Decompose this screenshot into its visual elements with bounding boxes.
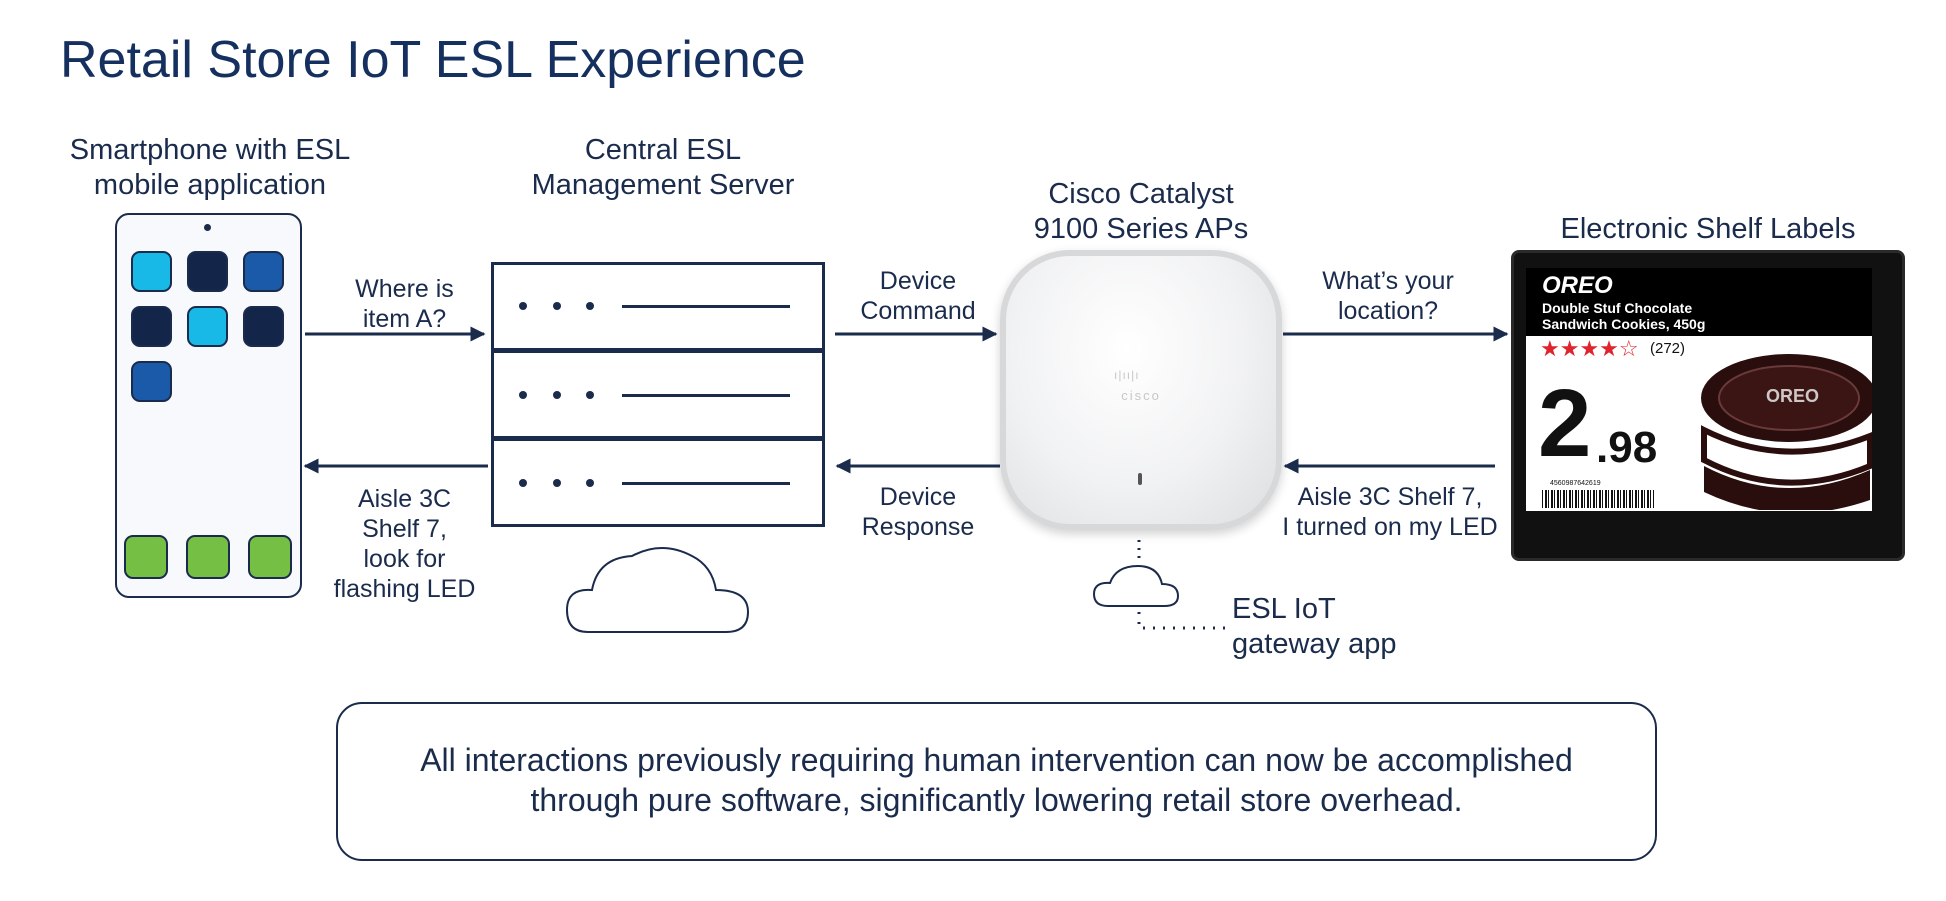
server-led [586, 302, 594, 310]
dock-app-icon [124, 535, 168, 579]
small-cloud-icon [1092, 564, 1180, 607]
server-slot [622, 482, 790, 485]
app-icon [131, 306, 172, 347]
server-led [519, 302, 527, 310]
ap-label: Cisco Catalyst 9100 Series APs [1033, 178, 1249, 245]
msg-server-to-ap: Device Command [860, 267, 976, 325]
summary-note-box [336, 702, 1657, 861]
msg-esl-to-ap: Aisle 3C Shelf 7, I turned on my LED [1282, 483, 1498, 541]
esl-header-band [1526, 268, 1872, 336]
summary-note-text: All interactions previously requiring hu… [420, 742, 1573, 818]
gateway-app-label: ESL IoT gateway app [1232, 593, 1397, 660]
app-icon [187, 251, 228, 292]
server-led [553, 391, 561, 399]
server-led [586, 391, 594, 399]
server-led [553, 479, 561, 487]
app-icon [243, 251, 284, 292]
msg-ap-to-esl: What’s your location? [1322, 267, 1454, 325]
gateway-connector [1137, 612, 1228, 630]
cookie-image: OREO [1701, 354, 1872, 510]
server-led [586, 479, 594, 487]
esl-label: Electronic Shelf Labels [1560, 213, 1856, 245]
review-count: (272) [1650, 340, 1686, 357]
server-led [553, 302, 561, 310]
phone-camera-dot [204, 224, 211, 231]
esl-screen: OREO Double Stuf Chocolate Sandwich Cook… [1526, 268, 1872, 511]
price-integer: 2 [1538, 370, 1592, 477]
price-decimal: .98 [1596, 423, 1658, 472]
server-led [519, 479, 527, 487]
server-slot [622, 394, 790, 397]
msg-server-to-phone: Aisle 3C Shelf 7, look for flashing LED [333, 485, 476, 603]
barcode-icon [1542, 490, 1654, 508]
cisco-logo-icon: cisco [1121, 388, 1161, 403]
barcode-number: 4560987642619 [1550, 480, 1601, 487]
rating-stars: ★★★★☆ [1540, 336, 1639, 361]
msg-phone-to-server: Where is item A? [355, 275, 454, 333]
app-icon [243, 306, 284, 347]
oreo-logo: OREO [1542, 272, 1613, 299]
app-icon [131, 361, 172, 402]
server-label: Central ESL Management Server [531, 134, 795, 201]
product-name: Double Stuf Chocolate Sandwich Cookies, … [1542, 300, 1706, 332]
app-icon [131, 251, 172, 292]
ap-status-led [1138, 473, 1142, 485]
cisco-logo-bars: ı|ıı|ı [1114, 368, 1140, 382]
dock-app-icon [248, 535, 292, 579]
svg-text:OREO: OREO [1766, 386, 1819, 406]
dock-app-icon [186, 535, 230, 579]
app-icon [187, 306, 228, 347]
msg-ap-to-server: Device Response [861, 483, 975, 541]
server-slot [622, 305, 790, 308]
server-led [519, 391, 527, 399]
cloud-icon [565, 547, 750, 633]
smartphone-label: Smartphone with ESL mobile application [69, 134, 351, 201]
page-title: Retail Store IoT ESL Experience [60, 31, 806, 89]
